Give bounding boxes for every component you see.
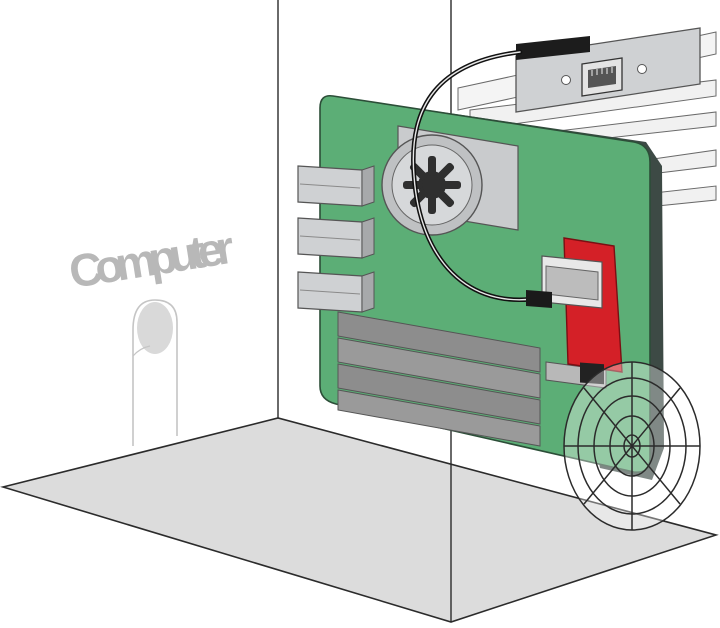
usb-port-3 xyxy=(297,271,375,313)
usb-port-1 xyxy=(297,165,375,207)
gear-icon xyxy=(403,156,461,214)
usb-connector-icon xyxy=(541,255,603,309)
computer-floor xyxy=(0,417,719,623)
gpio-header xyxy=(337,311,541,447)
usb-ports xyxy=(297,165,375,313)
pci-bracket xyxy=(515,27,701,113)
usb-plug xyxy=(526,290,552,308)
usb-cable-highlight xyxy=(412,51,541,301)
usb-adapter-board xyxy=(541,237,623,385)
support-post xyxy=(132,299,178,446)
ethernet-port-icon xyxy=(581,57,623,97)
gear-component xyxy=(381,125,519,236)
fan-guard-icon xyxy=(563,361,701,531)
computer-label: Computer xyxy=(65,221,237,298)
usb-port-2 xyxy=(297,217,375,259)
